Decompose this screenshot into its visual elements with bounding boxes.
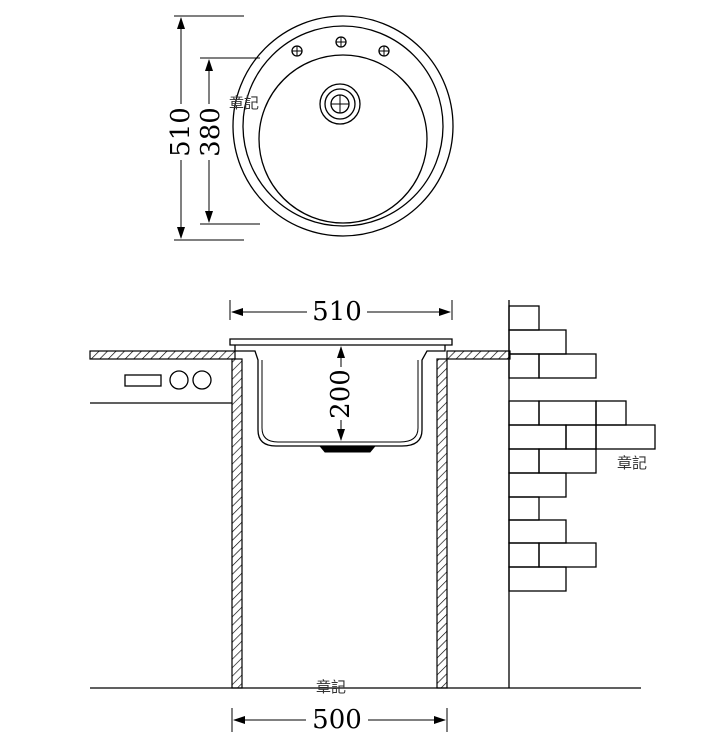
section-view: 510 200 — [89, 297, 656, 732]
countertop-right — [446, 350, 511, 360]
display-slot-icon — [124, 374, 162, 387]
top-view: 510 380 — [166, 15, 454, 241]
sink-rim-inner — [242, 25, 444, 227]
cabinet-wall-left — [231, 358, 243, 689]
outer-diameter-label: 510 — [166, 107, 196, 157]
knob-icon — [169, 370, 189, 390]
sink-bowl — [258, 54, 428, 224]
tap-hole-icon — [291, 45, 303, 57]
brick-wall — [508, 305, 656, 592]
inner-diameter-label: 380 — [196, 107, 226, 157]
tap-hole-icon — [378, 45, 390, 57]
dimension-depth: 200 — [326, 344, 356, 443]
dimension-inner-diameter: 380 — [196, 57, 260, 225]
watermark: 章記 — [316, 678, 346, 696]
countertop-left — [89, 350, 236, 404]
dimension-top-width: 510 — [229, 297, 453, 327]
dimension-outer-diameter: 510 — [166, 15, 244, 241]
cabinet-wall-right — [436, 358, 448, 689]
drain-icon — [319, 83, 361, 125]
dimension-cabinet-width: 500 — [231, 705, 448, 732]
tap-hole-icon — [335, 36, 347, 48]
watermark: 章記 — [229, 94, 259, 112]
depth-label: 200 — [326, 369, 356, 419]
watermark: 章記 — [617, 454, 647, 472]
knob-icon — [192, 370, 212, 390]
top-width-label: 510 — [312, 297, 362, 327]
sink-rim-outer — [232, 15, 454, 237]
drain-outlet-icon — [318, 445, 377, 453]
cabinet-width-label: 500 — [312, 705, 362, 732]
appliance-panel — [124, 370, 212, 390]
